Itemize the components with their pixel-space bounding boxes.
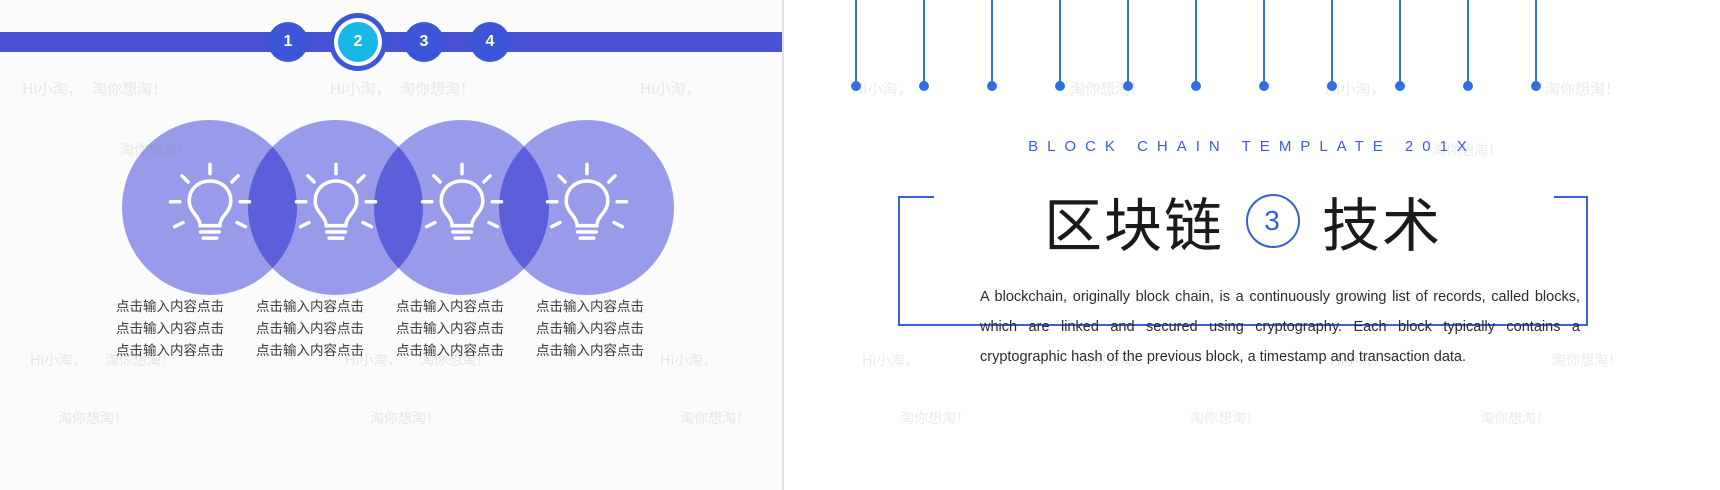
step-node-4-label: 4	[485, 33, 495, 50]
lollipop-dot	[1123, 81, 1133, 91]
lollipop-dot	[1531, 81, 1541, 91]
lollipop-stem	[1055, 0, 1065, 91]
lightbulb-icon	[420, 162, 504, 240]
section-number-badge: 3	[1246, 194, 1300, 248]
caption-line: 点击输入内容点击	[536, 299, 644, 315]
caption-line: 点击输入内容点击	[536, 321, 644, 337]
caption-column-1: 点击输入内容点击 点击输入内容点击 点击输入内容点击	[100, 296, 240, 362]
lollipop-dot	[1463, 81, 1473, 91]
step-node-3-label: 3	[419, 33, 429, 50]
eyebrow-text: BLOCK CHAIN TEMPLATE 201X	[1028, 138, 1476, 155]
lollipop-stem	[1123, 0, 1133, 91]
lollipop-dot	[851, 81, 861, 91]
caption-line: 点击输入内容点击	[396, 343, 504, 359]
caption-line: 点击输入内容点击	[256, 343, 364, 359]
lollipop-stem	[1327, 0, 1337, 91]
caption-row: 点击输入内容点击 点击输入内容点击 点击输入内容点击 点击输入内容点击 点击输入…	[100, 296, 700, 362]
step-node-2[interactable]: 2	[338, 22, 378, 62]
progress-bar	[0, 32, 782, 52]
caption-line: 点击输入内容点击	[116, 321, 224, 337]
caption-line: 点击输入内容点击	[116, 299, 224, 315]
lollipop-stem	[987, 0, 997, 91]
lollipop-stem	[919, 0, 929, 91]
caption-line: 点击输入内容点击	[116, 343, 224, 359]
step-node-1[interactable]: 1	[268, 22, 308, 62]
caption-line: 点击输入内容点击	[256, 299, 364, 315]
lightbulb-icon	[545, 162, 629, 240]
caption-column-2: 点击输入内容点击 点击输入内容点击 点击输入内容点击	[240, 296, 380, 362]
caption-line: 点击输入内容点击	[536, 343, 644, 359]
page-title: 区块链 3 技术	[898, 178, 1588, 264]
slide-divider	[782, 0, 784, 490]
lollipop-dot	[1327, 81, 1337, 91]
lollipop-decoration	[784, 0, 1720, 100]
page-title-left: 区块链	[1043, 192, 1224, 260]
lollipop-stem	[1531, 0, 1541, 91]
lollipop-stem	[1395, 0, 1405, 91]
page-title-right: 技术	[1322, 192, 1443, 260]
step-node-1-label: 1	[283, 33, 293, 50]
caption-column-3: 点击输入内容点击 点击输入内容点击 点击输入内容点击	[380, 296, 520, 362]
lollipop-dot	[1259, 81, 1269, 91]
lollipop-stem	[1463, 0, 1473, 91]
slide-right: BLOCK CHAIN TEMPLATE 201X 区块链 3 技术 A blo…	[784, 0, 1720, 490]
bulb-circle-4	[499, 120, 674, 295]
lollipop-stem	[1259, 0, 1269, 91]
lollipop-dot	[1191, 81, 1201, 91]
caption-line: 点击输入内容点击	[256, 321, 364, 337]
lollipop-dot	[1055, 81, 1065, 91]
lollipop-dot	[919, 81, 929, 91]
bulb-group	[122, 120, 674, 295]
lollipop-stem	[1191, 0, 1201, 91]
slide-left: 1 2 3 4	[0, 0, 782, 490]
lightbulb-icon	[168, 162, 252, 240]
step-node-3[interactable]: 3	[404, 22, 444, 62]
caption-column-4: 点击输入内容点击 点击输入内容点击 点击输入内容点击	[520, 296, 660, 362]
caption-line: 点击输入内容点击	[396, 321, 504, 337]
lollipop-dot	[987, 81, 997, 91]
body-paragraph: A blockchain, originally block chain, is…	[980, 289, 1580, 365]
lollipop-dot	[1395, 81, 1405, 91]
title-frame-mask	[934, 185, 1554, 255]
step-node-4[interactable]: 4	[470, 22, 510, 62]
lollipop-stem	[851, 0, 861, 91]
caption-line: 点击输入内容点击	[396, 299, 504, 315]
step-node-2-label: 2	[353, 33, 363, 50]
lightbulb-icon	[294, 162, 378, 240]
